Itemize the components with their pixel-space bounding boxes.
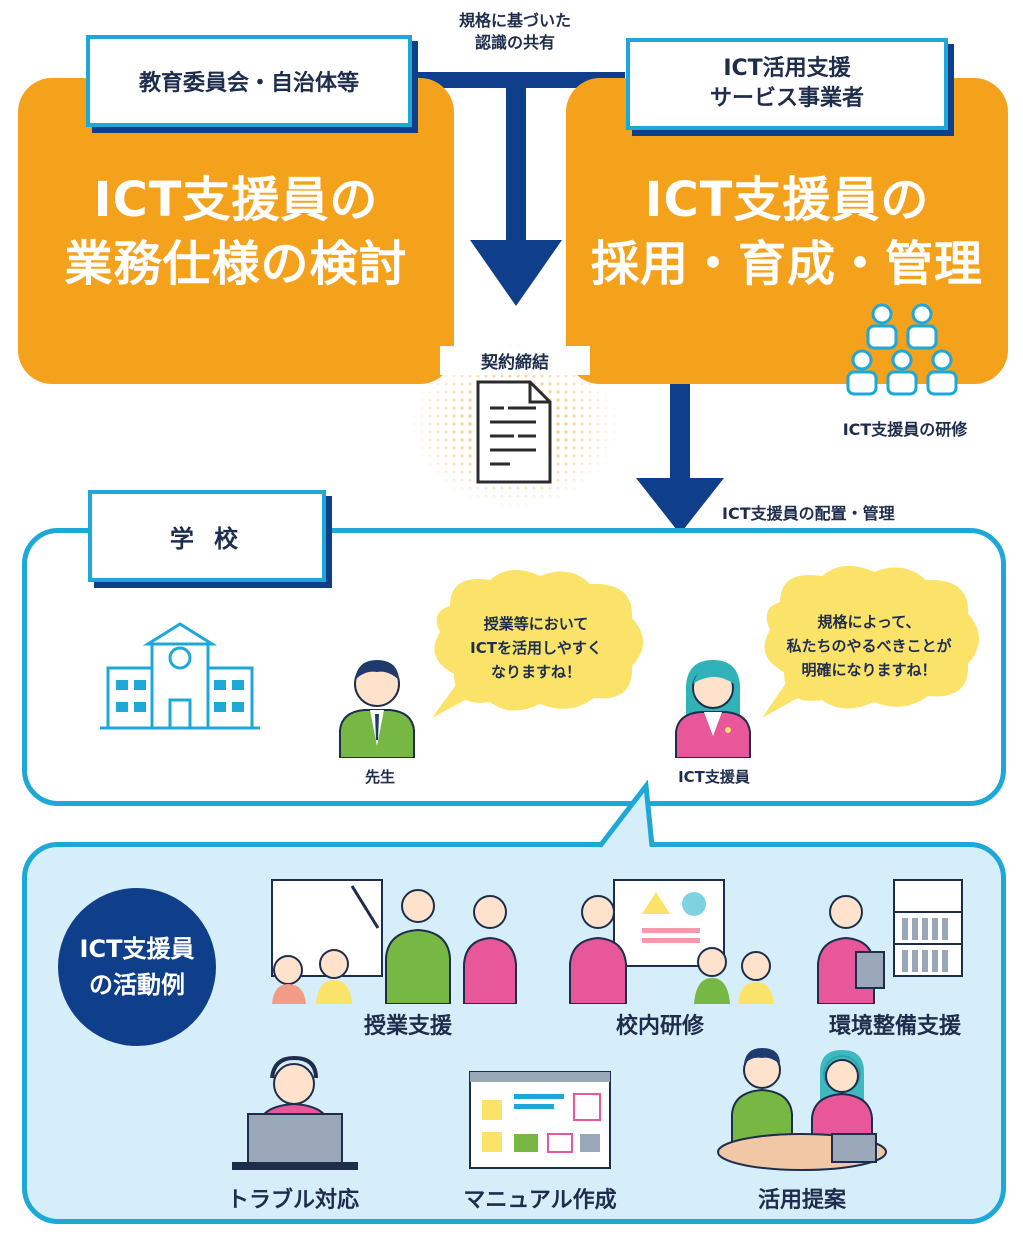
contract-label: 契約締結 <box>440 346 590 375</box>
teacher-speech-bubble <box>432 569 643 718</box>
activity-usage-proposal: 活用提案 <box>757 1188 846 1213</box>
supporter-speech-bubble <box>762 565 979 718</box>
deployment-connector <box>670 384 690 484</box>
spec-review-title: ICT支援員の 業務仕様の検討 <box>64 172 408 292</box>
teacher-caption: 先生 <box>364 768 395 786</box>
activity-trouble-handling: トラブル対応 <box>226 1188 359 1213</box>
spec-review-box <box>18 78 454 384</box>
deployment-label: ICT支援員の配置・管理 <box>722 504 895 523</box>
teacher-bubble-text: 授業等において ICTを活用しやすく なりますね！ <box>470 615 602 681</box>
activity-manual-creation: マニュアル作成 <box>463 1188 617 1213</box>
connector-vertical <box>506 72 526 247</box>
usage-proposal-illustration <box>717 1048 887 1171</box>
school-label: 学 校 <box>88 490 326 582</box>
hiring-management-title: ICT支援員の 採用・育成・管理 <box>590 172 983 292</box>
supporter-caption: ICT支援員 <box>678 768 750 786</box>
training-label: ICT支援員の研修 <box>842 420 968 439</box>
shared-understanding-label: 規格に基づいた 認識の共有 <box>458 11 571 52</box>
board-of-education-label: 教育委員会・自治体等 <box>86 35 412 127</box>
lesson-support-illustration <box>271 879 517 1004</box>
environment-setup-illustration <box>817 879 963 1004</box>
supporter-bubble-text: 規格によって、 私たちのやるべきことが 明確になりますね！ <box>786 613 952 679</box>
school-building-icon <box>100 622 260 730</box>
activities-panel-pointer <box>598 780 655 848</box>
deployment-arrow-icon <box>636 478 724 534</box>
down-arrow-icon <box>470 240 562 306</box>
activity-school-training: 校内研修 <box>615 1014 704 1039</box>
activity-environment-setup: 環境整備支援 <box>828 1014 961 1039</box>
training-group-icon <box>846 303 958 396</box>
service-provider-label: ICT活用支援 サービス事業者 <box>626 38 948 130</box>
activity-examples-badge: ICT支援員 の活動例 <box>58 888 216 1046</box>
activity-lesson-support: 授業支援 <box>363 1014 452 1039</box>
manual-creation-illustration <box>469 1071 611 1169</box>
trouble-handling-illustration <box>232 1055 358 1170</box>
school-training-illustration <box>569 879 774 1004</box>
teacher-figure-icon <box>339 660 415 758</box>
ict-supporter-figure-icon <box>675 660 751 758</box>
contract-document-icon <box>476 380 552 484</box>
